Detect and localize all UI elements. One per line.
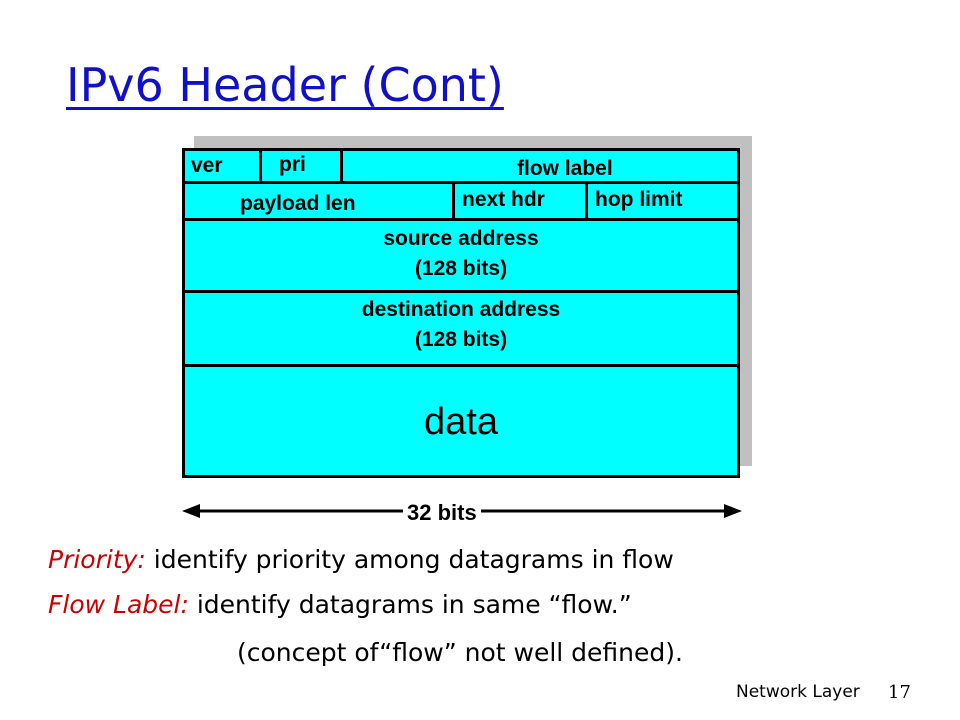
row-divider [185, 181, 737, 184]
slide-title: IPv6 Header (Cont) [66, 58, 504, 112]
field-destination-address-size: (128 bits) [414, 328, 508, 351]
field-pri: pri [279, 153, 306, 176]
note-text: (concept of“flow” not well defined). [237, 638, 683, 667]
footer-label: Network Layer [736, 682, 860, 702]
width-label: 32 bits [403, 500, 481, 526]
arrow-right-head-icon [724, 504, 742, 518]
field-source-address-size: (128 bits) [414, 257, 508, 280]
note-lead: Priority: [48, 545, 146, 574]
note-lead: Flow Label: [48, 590, 189, 619]
col-divider [585, 181, 588, 218]
field-destination-address: destination address [361, 298, 561, 321]
col-divider [259, 151, 262, 181]
row-divider [185, 290, 737, 293]
note-text: identify priority among datagrams in flo… [145, 545, 674, 574]
field-payload-len: payload len [240, 192, 356, 215]
col-divider [452, 181, 455, 218]
field-hop-limit: hop limit [595, 188, 683, 211]
note-priority: Priority: identify priority among datagr… [48, 545, 674, 574]
field-flow-label: flow label [517, 157, 613, 180]
note-flow-concept: (concept of“flow” not well defined). [237, 638, 683, 667]
field-data: data [424, 401, 498, 443]
field-next-hdr: next hdr [462, 188, 545, 211]
row-divider [185, 364, 737, 367]
row-divider [185, 218, 737, 221]
page-number: 17 [888, 682, 911, 703]
note-text: identify datagrams in same “flow.” [188, 590, 632, 619]
note-flow-label: Flow Label: identify datagrams in same “… [48, 590, 632, 619]
field-source-address: source address [383, 227, 539, 250]
ipv6-header-diagram: ver pri flow label payload len next hdr … [182, 148, 740, 478]
col-divider [340, 151, 343, 181]
field-ver: ver [191, 154, 223, 177]
arrow-left-head-icon [182, 504, 200, 518]
